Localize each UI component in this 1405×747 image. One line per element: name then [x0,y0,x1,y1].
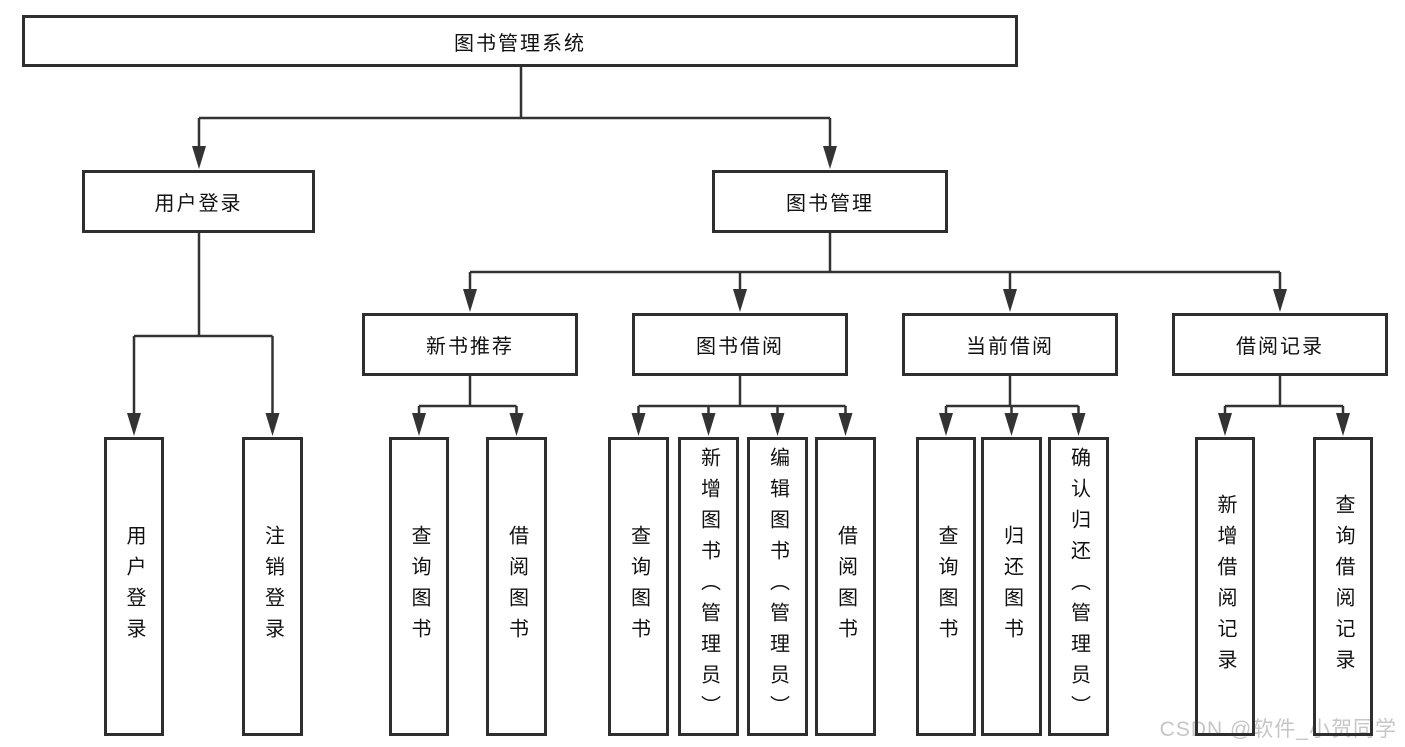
node-label: 图书管理 [786,193,874,215]
node-label: 图书借阅 [696,336,784,358]
node-label: 新书推荐 [426,336,514,358]
leaf-query-books: 查询图书 [389,437,449,736]
node-current-borrowing: 当前借阅 [902,313,1118,376]
node-label: 注销登录 [261,524,284,649]
node-book-management: 图书管理 [712,170,948,233]
node-book-borrowing: 图书借阅 [632,313,848,376]
node-label: 查询借阅记录 [1332,493,1354,680]
leaf-query-borrow-record: 查询借阅记录 [1313,437,1373,736]
leaf-add-book-admin: 新增图书（管理员） [678,437,739,736]
node-label: 查询图书 [935,524,957,649]
leaf-logout-login: 注销登录 [242,437,303,736]
node-label: 新增图书（管理员） [697,447,720,726]
node-label: 借阅图书 [834,524,857,649]
leaf-borrow-books: 借阅图书 [486,437,547,736]
leaf-confirm-return-admin: 确认归还（管理员） [1048,437,1109,736]
node-label: 用户登录 [123,524,145,649]
node-label: 查询图书 [627,524,650,649]
node-user-login: 用户登录 [82,170,315,233]
leaf-query-books: 查询图书 [916,437,976,736]
node-label: 用户登录 [154,193,243,215]
node-label: 确认归还（管理员） [1067,447,1090,726]
node-label: 归还图书 [1000,524,1023,649]
node-library-system: 图书管理系统 [22,15,1018,67]
node-label: 查询图书 [408,524,430,649]
node-label: 当前借阅 [966,336,1054,358]
node-label: 图书管理系统 [454,32,586,55]
node-label: 借阅图书 [505,524,528,649]
csdn-watermark: CSDN @软件_小贺同学 [1159,718,1397,741]
node-label: 借阅记录 [1236,336,1324,358]
node-new-book-recommend: 新书推荐 [362,313,578,376]
leaf-add-borrow-record: 新增借阅记录 [1195,437,1255,736]
leaf-edit-book-admin: 编辑图书（管理员） [747,437,808,736]
node-label: 编辑图书（管理员） [766,447,789,726]
node-label: 新增借阅记录 [1214,493,1236,680]
leaf-borrow-books: 借阅图书 [815,437,876,736]
leaf-user-login: 用户登录 [104,437,164,736]
leaf-return-books: 归还图书 [981,437,1042,736]
leaf-query-books: 查询图书 [608,437,669,736]
node-borrowing-records: 借阅记录 [1172,313,1388,376]
